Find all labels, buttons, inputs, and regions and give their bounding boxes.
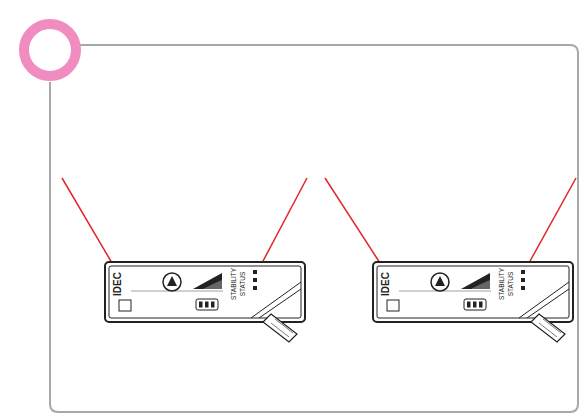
laser-beam bbox=[62, 178, 112, 263]
laser-beam bbox=[529, 178, 576, 263]
indicator-label: STATUS bbox=[240, 272, 247, 297]
laser-sensor: IDEC STABILITYSTATUS bbox=[373, 262, 573, 322]
indicator-label: STABILITY bbox=[231, 268, 238, 300]
sensor-body bbox=[373, 262, 573, 342]
correct-mark bbox=[24, 24, 76, 76]
laser-beam bbox=[325, 178, 380, 263]
laser-beam bbox=[262, 178, 307, 263]
indicator-label: STABILITY bbox=[499, 268, 506, 300]
indicator-label: STATUS bbox=[508, 272, 515, 297]
panel-border bbox=[50, 45, 578, 412]
brand-name: IDEC bbox=[381, 272, 391, 296]
brand-name: IDEC bbox=[113, 272, 123, 296]
laser-sensor: IDEC STABILITYSTATUS bbox=[105, 262, 305, 322]
sensor-body bbox=[105, 262, 305, 342]
